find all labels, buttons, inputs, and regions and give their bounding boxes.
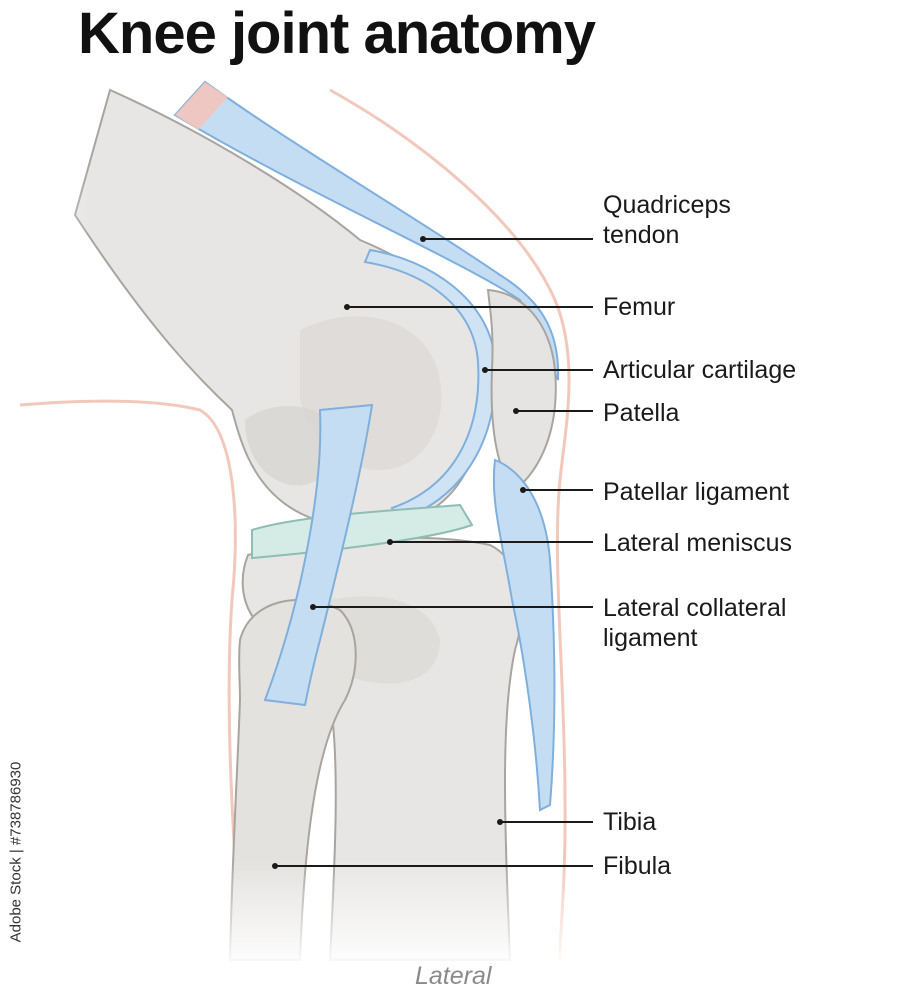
label-lateral-collateral-ligament: Lateral collateral ligament (603, 593, 786, 653)
lateral-collateral-ligament (263, 403, 374, 707)
label-quadriceps-tendon: Quadriceps tendon (603, 190, 731, 250)
page-title: Knee joint anatomy (78, 1, 596, 66)
articular-cartilage-band (363, 248, 497, 522)
label-quadriceps-tendon-line1: Quadriceps (603, 191, 731, 219)
leader-lines (275, 238, 593, 867)
label-patellar-ligament: Patellar ligament (603, 478, 790, 506)
quadriceps-muscle-end (175, 82, 228, 130)
label-patella: Patella (603, 399, 680, 427)
leader-dots (272, 236, 526, 869)
skin-outline-front (329, 88, 571, 961)
label-articular-cartilage: Articular cartilage (603, 356, 797, 384)
patellar-ligament (492, 458, 556, 812)
watermark-text: Adobe Stock | #738786930 (7, 761, 25, 943)
femur-condyle-inner (245, 406, 338, 486)
left-fade (0, 90, 90, 390)
label-tibia: Tibia (603, 808, 657, 836)
bottom-fade (0, 860, 899, 970)
label-quadriceps-tendon-line2: tendon (603, 221, 680, 249)
label-lateral-collateral-ligament-line1: Lateral collateral (603, 594, 787, 622)
skin-outline-back (19, 399, 242, 941)
label-lateral-collateral-ligament-line2: ligament (603, 624, 698, 652)
label-fibula: Fibula (603, 852, 672, 880)
watermark: Adobe Stock | #738786930 (3, 761, 29, 943)
label-lateral-meniscus: Lateral meniscus (603, 529, 792, 557)
quadriceps-tendon (173, 80, 560, 381)
view-caption: Lateral (415, 962, 492, 990)
label-femur: Femur (603, 293, 676, 321)
